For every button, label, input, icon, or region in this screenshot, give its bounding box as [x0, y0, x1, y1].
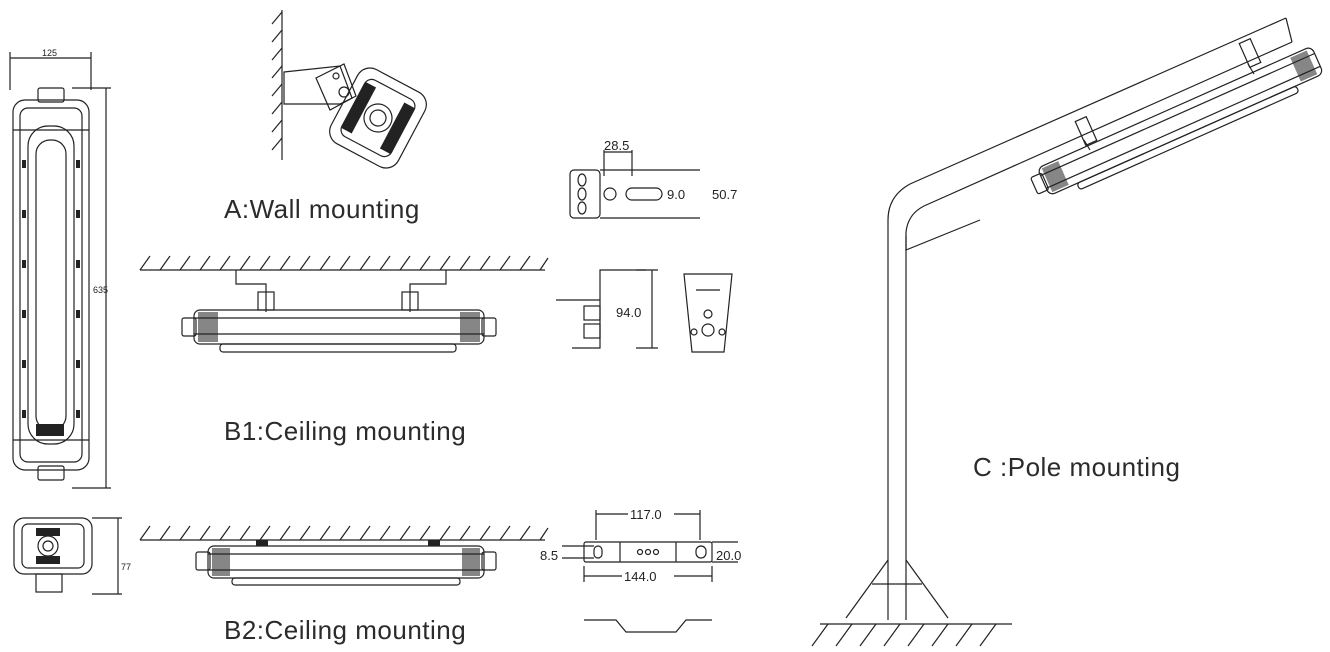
caption-wall-mounting: A:Wall mounting [224, 194, 420, 224]
wall-mount-drawing [271, 10, 427, 169]
dim-fixture-width: 125 [42, 48, 57, 58]
dim-wall-bracket-height: 50.7 [712, 187, 737, 202]
flat-bracket-detail: 117.0 8.5 20.0 144.0 [540, 507, 741, 633]
dim-ceiling-bracket-height: 94.0 [616, 305, 641, 320]
ceiling-mount-b2-drawing [139, 525, 549, 586]
fixture-front-view: 125 635 [9, 48, 111, 489]
dim-flat-bracket-inner: 117.0 [630, 507, 662, 522]
ceiling-mount-b1-drawing [139, 255, 549, 353]
fixture-end-view: 77 [13, 517, 131, 595]
dim-flat-bracket-width: 20.0 [716, 548, 741, 563]
caption-ceiling-mounting-b2: B2:Ceiling mounting [224, 615, 467, 645]
dim-fixture-depth: 77 [121, 562, 131, 572]
wall-bracket-detail: 28.5 9.0 50.7 [569, 138, 737, 219]
pole-mount-drawing [811, 17, 1323, 647]
ceiling-bracket-detail: 94.0 [556, 269, 733, 353]
dim-wall-slot: 9.0 [667, 187, 685, 202]
dim-wall-hole-spacing: 28.5 [604, 138, 629, 153]
dim-fixture-length: 635 [93, 285, 108, 295]
dim-flat-bracket-outer: 144.0 [624, 569, 657, 584]
caption-ceiling-mounting-b1: B1:Ceiling mounting [224, 416, 467, 446]
dim-flat-bracket-slot: 8.5 [540, 548, 558, 563]
caption-pole-mounting: C :Pole mounting [973, 452, 1181, 482]
